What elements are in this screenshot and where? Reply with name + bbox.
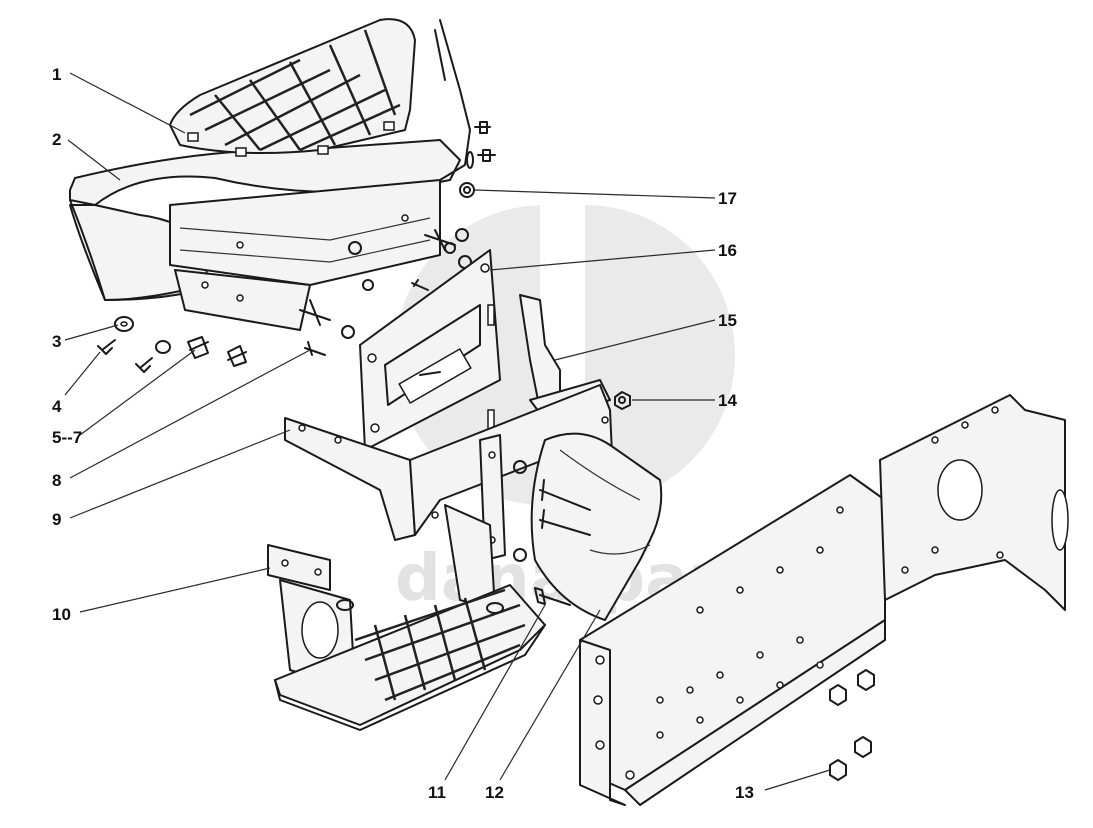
callout-2: 2 — [52, 130, 61, 149]
leader-lines — [64, 72, 831, 791]
callout-15: 15 — [718, 311, 737, 330]
upper-screws — [459, 121, 496, 198]
nuts-13 — [829, 669, 875, 781]
support-casting — [530, 432, 663, 621]
callout-8: 8 — [52, 471, 61, 490]
small-hardware — [97, 316, 326, 373]
callout-4: 4 — [52, 397, 62, 416]
callout-10: 10 — [52, 605, 71, 624]
upper-step-housing — [69, 19, 471, 331]
housing-fasteners — [299, 228, 472, 339]
callout-1: 1 — [52, 65, 61, 84]
callout-11: 11 — [428, 783, 446, 802]
callout-12: 12 — [485, 783, 504, 802]
callout-9: 9 — [52, 510, 61, 529]
lower-step-assembly — [267, 504, 546, 731]
callout-17: 17 — [718, 189, 737, 208]
callout-13: 13 — [735, 783, 754, 802]
callout-3: 3 — [52, 332, 61, 351]
callout-5-7: 5--7 — [52, 428, 82, 447]
callouts: 1 2 3 4 5--7 8 9 10 11 12 13 14 15 16 17 — [52, 65, 754, 802]
callout-14: 14 — [718, 391, 737, 410]
upper-step-grating — [169, 18, 416, 157]
callout-16: 16 — [718, 241, 737, 260]
mounting-plate — [359, 249, 501, 451]
frame-rail — [579, 394, 1069, 806]
bolt-11 — [534, 587, 571, 606]
nut-14 — [614, 391, 631, 410]
